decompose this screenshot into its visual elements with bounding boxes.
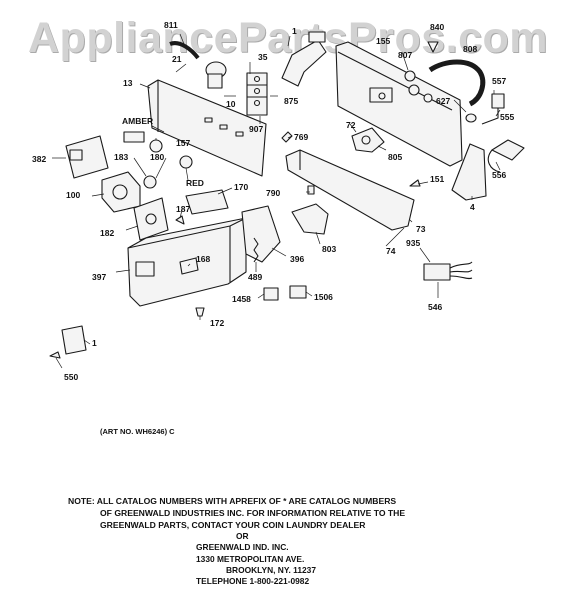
- note-line-2: OF GREENWALD INDUSTRIES INC. FOR INFORMA…: [100, 508, 406, 518]
- harness-546-shape: [423, 261, 473, 281]
- watermark-text: AppliancePartsPros.com: [28, 14, 549, 62]
- part-label-172: 172: [210, 318, 224, 328]
- part-label-74: 74: [386, 246, 396, 256]
- address-company: GREENWALD IND. INC.: [196, 542, 289, 552]
- part-label-1506: 1506: [314, 292, 333, 302]
- part-label-182: 182: [100, 228, 114, 238]
- part-label-875: 875: [284, 96, 298, 106]
- part-label-382: 382: [32, 154, 46, 164]
- part-label-627: 627: [436, 96, 450, 106]
- switch-1506-shape: [289, 285, 307, 299]
- part-label-35: 35: [258, 52, 268, 62]
- part-label-amber: AMBER: [122, 116, 153, 126]
- part-label-151: 151: [430, 174, 444, 184]
- part-label-168: 168: [196, 254, 210, 264]
- hoses-808-shape: [428, 59, 486, 107]
- connector-1-shape: [308, 31, 326, 43]
- part-label-73: 73: [416, 224, 426, 234]
- leader-lines: [52, 33, 501, 369]
- timer-block-907-shape: [246, 72, 268, 116]
- art-number: (ART NO. WH6246) C: [100, 427, 175, 436]
- selector-switch-10-shape: [205, 61, 227, 89]
- coin-chute-396-shape: [241, 205, 281, 263]
- grommets-807-shape: [404, 70, 433, 103]
- side-bracket-4-shape: [451, 143, 487, 201]
- part-label-21: 21: [172, 54, 182, 64]
- base-tray-74-shape: [285, 149, 415, 231]
- part-label-935: 935: [406, 238, 420, 248]
- part-label-840: 840: [430, 22, 444, 32]
- part-labels: 811 21 13 35 10 907 875 1 155 840 807 80…: [32, 20, 514, 382]
- screw-151-shape: [409, 179, 421, 187]
- screw-550-shape: [49, 351, 61, 359]
- lamp-180-shape: [143, 155, 193, 189]
- part-label-805: 805: [388, 152, 402, 162]
- coin-box-397-shape: [127, 217, 247, 307]
- part-label-550: 550: [64, 372, 78, 382]
- part-label-183: 183: [114, 152, 128, 162]
- console-panel-13-shape: [147, 79, 267, 177]
- note-line-or: OR: [236, 531, 249, 541]
- part-label-803: 803: [322, 244, 336, 254]
- note-line-1: NOTE: ALL CATALOG NUMBERS WITH APREFIX O…: [68, 496, 397, 506]
- part-label-811: 811: [164, 20, 178, 30]
- note-line-3: GREENWALD PARTS, CONTACT YOUR COIN LAUND…: [100, 520, 366, 530]
- part-label-170: 170: [234, 182, 248, 192]
- part-label-546: 546: [428, 302, 442, 312]
- spring-489-shape: [253, 237, 259, 263]
- valve-805-shape: [351, 127, 385, 153]
- part-label-4: 4: [470, 202, 475, 212]
- timer-motor-100-shape: [101, 171, 141, 213]
- cord-556-shape: [487, 139, 525, 173]
- part-label-489: 489: [248, 272, 262, 282]
- part-label-769: 769: [294, 132, 308, 142]
- switch-1458-shape: [263, 287, 279, 301]
- part-label-790: 790: [266, 188, 280, 198]
- indicator-lens-382-shape: [65, 135, 109, 179]
- card-170-shape: [185, 189, 229, 215]
- part-label-red: RED: [186, 178, 204, 188]
- part-label-155: 155: [376, 36, 390, 46]
- clip-790-shape: [307, 185, 315, 195]
- part-label-556: 556: [492, 170, 506, 180]
- part-label-1458: 1458: [232, 294, 251, 304]
- part-label-907: 907: [249, 124, 263, 134]
- address-city: BROOKLYN, NY. 11237: [226, 565, 316, 575]
- part-label-10: 10: [226, 99, 236, 109]
- part-label-555: 555: [500, 112, 514, 122]
- part-label-180: 180: [150, 152, 164, 162]
- hose-811-shape: [169, 41, 200, 60]
- fitting-627-shape: [465, 113, 477, 123]
- part-label-557: 557: [492, 76, 506, 86]
- bracket-1-shape: [281, 39, 327, 87]
- sensor-557-shape: [481, 93, 505, 125]
- part-label-1: 1: [292, 26, 297, 36]
- part-label-807: 807: [398, 50, 412, 60]
- foot-172-shape: [195, 307, 205, 317]
- bulb-holder-157-shape: [123, 131, 163, 153]
- address-street: 1330 METROPOLITAN AVE.: [196, 554, 305, 564]
- rear-panel-72-shape: [335, 41, 463, 167]
- screw-187-shape: [175, 215, 185, 225]
- mounting-plate-182-shape: [133, 197, 169, 241]
- part-label-396: 396: [290, 254, 304, 264]
- screw-840-shape: [427, 41, 439, 53]
- part-label-808: 808: [463, 44, 477, 54]
- instruction-card-1-shape: [61, 325, 87, 355]
- part-label-187: 187: [176, 204, 190, 214]
- part-label-72: 72: [346, 120, 356, 130]
- part-label-397: 397: [92, 272, 106, 282]
- part-label-1-lower: 1: [92, 338, 97, 348]
- part-label-13: 13: [123, 78, 133, 88]
- bracket-803-shape: [291, 203, 329, 235]
- part-label-157: 157: [176, 138, 190, 148]
- part-label-100: 100: [66, 190, 80, 200]
- address-telephone: TELEPHONE 1-800-221-0982: [196, 576, 310, 586]
